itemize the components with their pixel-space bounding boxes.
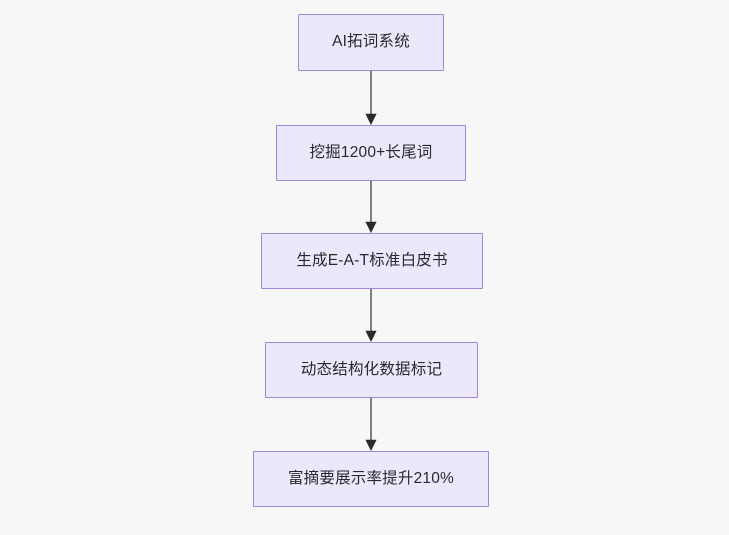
flowchart-node-n4[interactable]: 动态结构化数据标记 bbox=[265, 342, 478, 398]
edge-n2-n3 bbox=[365, 181, 377, 233]
flowchart-node-n3[interactable]: 生成E-A-T标准白皮书 bbox=[261, 233, 483, 289]
flowchart-node-label: 生成E-A-T标准白皮书 bbox=[296, 251, 448, 269]
flowchart-node-n2[interactable]: 挖掘1200+长尾词 bbox=[276, 125, 466, 181]
flowchart-node-label: AI拓词系统 bbox=[332, 33, 410, 51]
edge-n4-n5 bbox=[365, 398, 377, 451]
flowchart-node-label: 动态结构化数据标记 bbox=[300, 360, 443, 378]
edge-n1-n2 bbox=[365, 71, 377, 125]
flowchart-node-n1[interactable]: AI拓词系统 bbox=[298, 14, 444, 71]
flowchart-node-n5[interactable]: 富摘要展示率提升210% bbox=[253, 451, 489, 507]
flowchart-node-label: 富摘要展示率提升210% bbox=[287, 469, 455, 487]
edge-n3-n4 bbox=[365, 289, 377, 342]
flowchart-node-label: 挖掘1200+长尾词 bbox=[309, 143, 433, 161]
